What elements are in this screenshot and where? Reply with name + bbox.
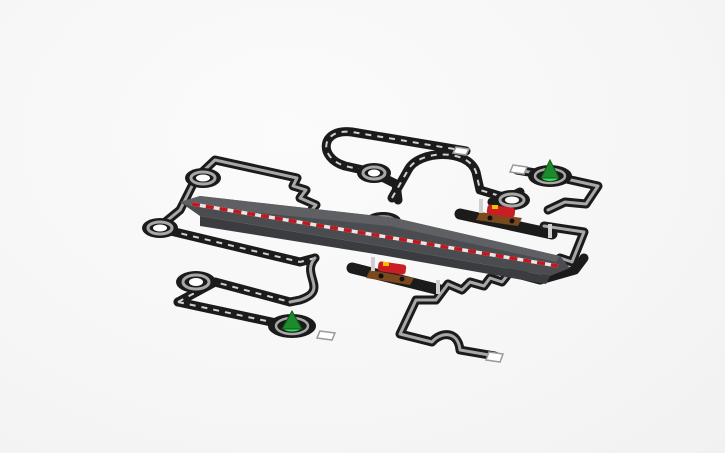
tree-roundabout-1 [528,158,572,187]
gate-post [371,257,375,271]
gate-post [548,224,552,238]
elevated-ramp [180,196,570,284]
tree-icon [281,309,303,330]
roundabouts [142,163,530,293]
tree-icon [540,158,560,179]
gate-post [479,199,483,213]
roundabout-top-left [185,168,221,188]
end-cap-right-top [508,164,529,175]
ramp-stripe [191,202,559,268]
gate-post [436,280,440,294]
race-car-1 [476,199,552,238]
end-cap-bottom [484,351,505,363]
track-end-caps [315,146,529,363]
race-car-2 [366,257,440,294]
end-cap-top [451,146,471,156]
tree-roundabout-2 [268,309,316,338]
end-cap-lower-left [315,330,337,341]
roundabout-right [494,190,530,210]
roundabout-left [142,218,178,238]
roundabout-lower-left [176,271,216,293]
roundabout-top-center [357,163,391,183]
